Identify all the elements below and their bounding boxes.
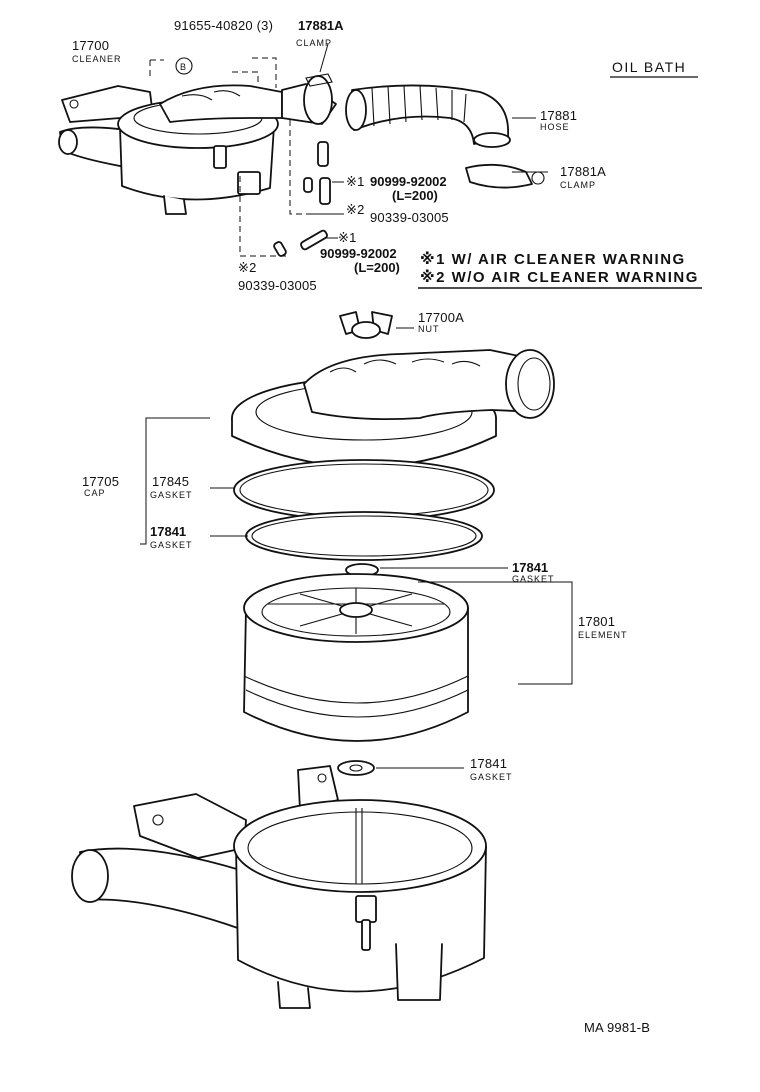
part-number-17841-low: 17841 xyxy=(470,756,507,771)
part-number-17700A: 17700A xyxy=(418,310,464,325)
gasket-rings xyxy=(233,459,495,577)
diagram-title: OIL BATH xyxy=(612,59,686,75)
part-number-17881A-top: 17881A xyxy=(298,18,344,33)
cap xyxy=(231,349,555,468)
bolt-marker-b: B xyxy=(180,62,187,72)
part-name-gasket-low: GASKET xyxy=(470,772,513,782)
leaders-middle xyxy=(140,417,573,769)
part-number-90999-b: 90999-92002 xyxy=(320,246,397,261)
filter-element xyxy=(243,573,469,742)
part-number-17881: 17881 xyxy=(540,108,577,123)
part-number-90999-a: 90999-92002 xyxy=(370,174,447,189)
wing-nut xyxy=(339,311,414,339)
part-number-17881A-right: 17881A xyxy=(560,164,606,179)
part-name-hose: HOSE xyxy=(540,122,570,132)
part-name-element: ELEMENT xyxy=(578,630,628,640)
legend-note-1: ※1 W/ AIR CLEANER WARNING xyxy=(420,250,686,268)
part-number-17845: 17845 xyxy=(152,474,189,489)
part-spec-90999-b: (L=200) xyxy=(354,260,400,275)
mark-note2-b: ※2 xyxy=(238,260,257,275)
part-number-91655: 91655-40820 (3) xyxy=(174,18,273,33)
part-name-cap: CAP xyxy=(84,488,106,498)
part-number-17841-right: 17841 xyxy=(512,560,548,575)
leaders-top xyxy=(312,43,548,239)
part-name-clamp-right: CLAMP xyxy=(560,180,596,190)
drawing-code: MA 9981-B xyxy=(584,1020,650,1035)
mark-note1-b: ※1 xyxy=(338,230,357,245)
lower-gasket xyxy=(337,760,375,776)
part-name-clamp-top: CLAMP xyxy=(296,38,332,48)
part-number-90339-b: 90339-03005 xyxy=(238,278,317,293)
part-number-90339-a: 90339-03005 xyxy=(370,210,449,225)
part-spec-90999-a: (L=200) xyxy=(392,188,438,203)
legend-note-2: ※2 W/O AIR CLEANER WARNING xyxy=(420,268,699,286)
mark-note2-a: ※2 xyxy=(346,202,365,217)
hose-group-top xyxy=(273,73,545,257)
part-name-gasket-17845: GASKET xyxy=(150,490,193,500)
part-name-nut: NUT xyxy=(418,324,440,334)
part-number-17705: 17705 xyxy=(82,474,119,489)
part-number-17801: 17801 xyxy=(578,614,615,629)
part-number-17700: 17700 xyxy=(72,38,109,53)
part-name-gasket-left: GASKET xyxy=(150,540,193,550)
part-number-17841-left: 17841 xyxy=(150,524,186,539)
mark-note1-a: ※1 xyxy=(346,174,365,189)
part-name-gasket-right: GASKET xyxy=(512,574,555,584)
cleaner-assembly-top xyxy=(58,57,318,257)
part-name-cleaner: CLEANER xyxy=(72,54,122,64)
cleaner-body-bottom xyxy=(71,765,487,1009)
